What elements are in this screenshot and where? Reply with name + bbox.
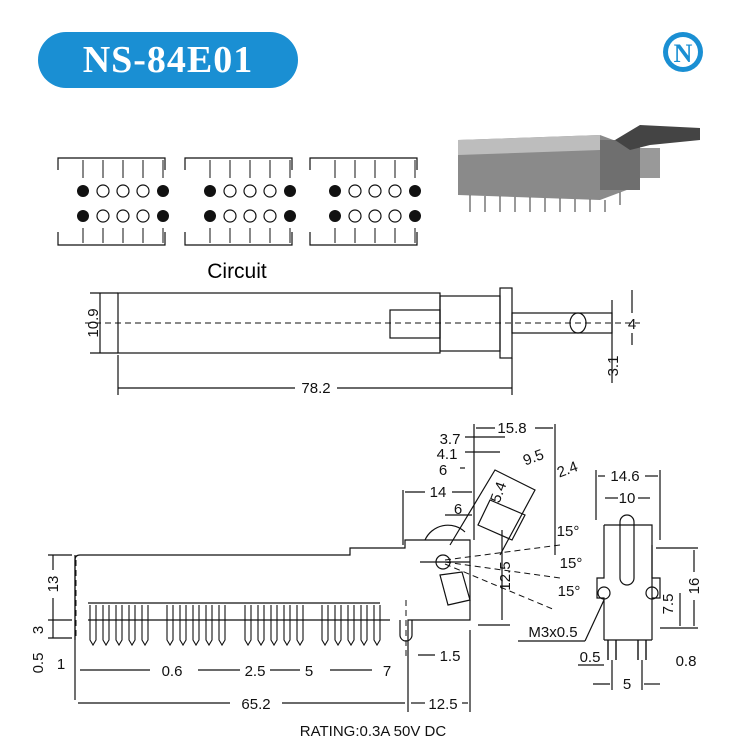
svg-text:12.5: 12.5 <box>497 561 514 590</box>
svg-text:15.8: 15.8 <box>497 420 526 437</box>
svg-text:1: 1 <box>57 656 65 673</box>
svg-text:78.2: 78.2 <box>301 380 330 397</box>
wheel-detail <box>420 524 471 606</box>
svg-text:10.9: 10.9 <box>85 308 102 337</box>
svg-text:7.5: 7.5 <box>660 594 677 615</box>
bottom-view: 13 3 0.5 1 0.6 2.5 5 7 1.5 65.2 12.5 <box>30 469 561 713</box>
svg-text:6: 6 <box>439 462 447 479</box>
circuit-label: Circuit <box>207 260 267 283</box>
side-view: 10.9 78.2 4 3.1 <box>85 287 640 397</box>
svg-text:4.1: 4.1 <box>437 446 458 463</box>
svg-text:1.5: 1.5 <box>440 648 461 665</box>
svg-text:14: 14 <box>430 484 447 501</box>
svg-text:15°: 15° <box>557 523 580 540</box>
svg-text:13: 13 <box>45 576 62 593</box>
circuit-block <box>57 157 169 246</box>
svg-text:3.7: 3.7 <box>440 431 461 448</box>
svg-text:10: 10 <box>619 490 636 507</box>
svg-text:0.6: 0.6 <box>162 663 183 680</box>
circuit-diagram: Circuit <box>57 157 422 283</box>
svg-text:2.5: 2.5 <box>245 663 266 680</box>
svg-text:5: 5 <box>623 676 631 693</box>
svg-text:15°: 15° <box>558 583 581 600</box>
svg-text:0.5: 0.5 <box>30 653 47 674</box>
svg-text:M3x0.5: M3x0.5 <box>528 624 577 641</box>
svg-text:0.8: 0.8 <box>676 653 697 670</box>
svg-text:15°: 15° <box>560 555 583 572</box>
model-title: NS-84E01 <box>82 39 254 81</box>
svg-text:0.5: 0.5 <box>580 649 601 666</box>
svg-text:3.1: 3.1 <box>605 356 622 377</box>
svg-text:6: 6 <box>454 501 462 518</box>
end-view-dimensions: 15.8 3.7 4.1 6 9.5 2.4 14 5.4 6 15° 15° … <box>402 420 583 626</box>
svg-text:7: 7 <box>383 663 391 680</box>
svg-text:2.4: 2.4 <box>555 458 580 481</box>
svg-text:65.2: 65.2 <box>241 696 270 713</box>
product-photo <box>458 125 700 212</box>
svg-text:4: 4 <box>628 316 636 333</box>
front-view: 14.6 10 16 7.5 M3x0.5 0.5 0.8 5 <box>518 468 703 693</box>
rating-label: RATING:0.3A 50V DC <box>300 723 447 740</box>
svg-text:N: N <box>674 39 693 68</box>
model-title-badge: NS-84E01 <box>38 32 298 88</box>
svg-text:5: 5 <box>305 663 313 680</box>
svg-text:14.6: 14.6 <box>610 468 639 485</box>
svg-text:3: 3 <box>30 626 47 634</box>
svg-text:16: 16 <box>686 578 703 595</box>
svg-text:5.4: 5.4 <box>487 480 510 505</box>
brand-logo-icon: N <box>663 32 703 72</box>
svg-text:12.5: 12.5 <box>428 696 457 713</box>
svg-text:9.5: 9.5 <box>521 446 546 469</box>
